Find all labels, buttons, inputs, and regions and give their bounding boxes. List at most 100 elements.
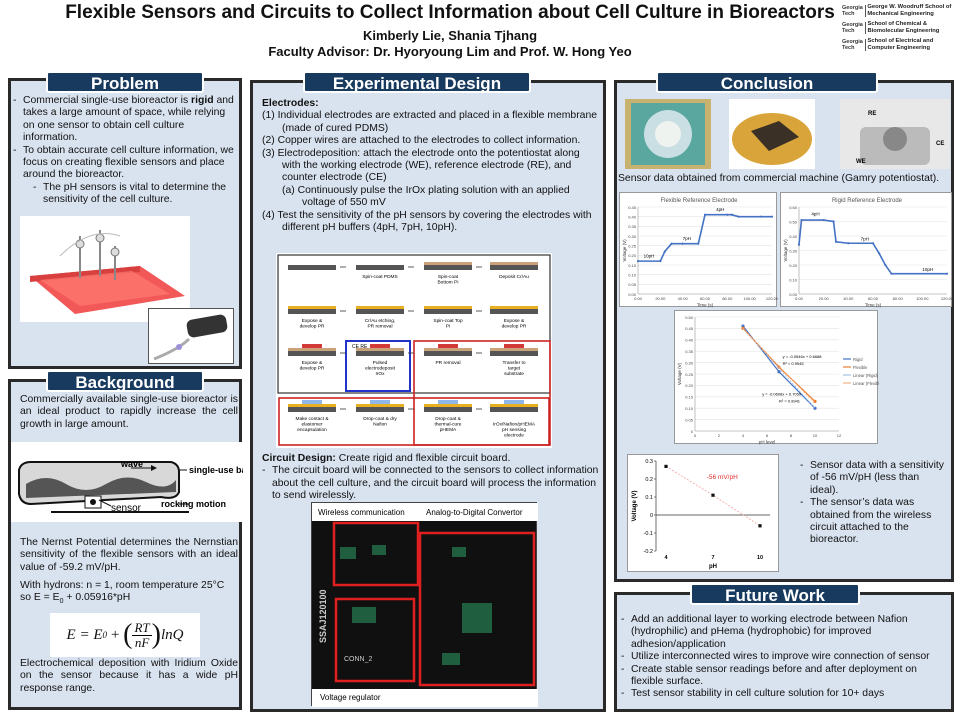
process-layer-base [288,265,336,270]
y-tick-label: 0.30 [789,248,798,253]
data-point [945,272,949,275]
process-layer-top [490,262,538,265]
process-layer-mark [370,344,390,348]
y-tick-label: 0.20 [789,263,798,268]
process-layer-base [356,309,404,314]
process-step-label: Spin-coat [438,274,459,280]
process-step-label: electrode [504,433,524,439]
data-point [711,493,715,497]
x-tick-label: 20.00 [655,296,666,301]
y-tick-label: 0.10 [628,272,637,277]
x-tick-label: 0.00 [795,296,804,301]
x-tick-label: 80.00 [893,296,904,301]
process-layer-top [490,404,538,407]
trendline [665,466,761,527]
y-tick-label: 0.25 [628,243,637,248]
process-step-label: Make contact & [295,416,329,422]
process-step-label: encapsulation [297,427,327,433]
wave-label: wave [120,459,143,469]
y-tick-label: 0.30 [685,360,694,365]
y-tick-label: 0.15 [685,395,694,400]
background-heading: Background [46,370,204,392]
electrode-photo-2 [729,99,815,169]
legend-label: Linear (Rigid) [853,373,879,378]
future-item-1: Add an additional layer to working elect… [621,614,951,651]
y-tick-label: 0.45 [628,205,637,210]
process-layer-mark [370,400,390,404]
x-tick-label: 20.00 [819,296,830,301]
process-layer-base [424,309,472,314]
x-tick-label: 60.00 [700,296,711,301]
authors-line: Kimberly Lie, Shania Tjhang [362,28,538,43]
y-axis-label: Voltage (V) [783,239,788,262]
data-point [703,213,707,216]
x-tick-label: 40.00 [678,296,689,301]
process-layer-base [288,351,336,356]
data-point [636,260,640,263]
process-layer-mark [438,400,458,404]
y-tick-label: 0.05 [685,417,694,422]
poster-authors: Kimberly Lie, Shania Tjhang Faculty Advi… [0,28,960,60]
annotation: 7pH [683,236,691,241]
y-tick-label: 0.35 [628,224,637,229]
step-1: (1) Individual electrodes are extracted … [262,110,597,134]
y-tick-label: 0.00 [628,292,637,297]
process-step-label: develop PR [502,324,527,330]
annotation: 4pH [811,212,819,217]
sensor-cable-photo [148,308,234,364]
process-step-label: Bottom PI [437,280,458,286]
background-intro: Commercially available single-use biorea… [20,394,238,430]
x-tick-label: 4 [742,433,745,438]
pcb-wireless-label: Wireless communication [318,508,405,517]
data-point [800,218,803,222]
legend-label: Rigid [853,357,863,362]
process-layer-top [288,306,336,309]
x-tick-label: 100.00 [916,296,929,301]
we-label: WE [856,159,866,165]
data-point [759,215,762,218]
y-tick-label: 0.1 [645,495,653,501]
design-heading: Experimental Design [303,71,531,93]
data-point [659,260,662,263]
process-step-label: develop PR [300,324,325,330]
process-layer-mark [302,400,322,404]
process-step-label: electrodeposit [365,366,396,372]
process-layer-base [490,265,538,270]
conclusion-bullets: Sensor data with a sensitivity of -56 mV… [800,460,950,547]
process-step-label: PI [446,324,451,330]
data-point [741,324,745,328]
process-layer-top [424,404,472,407]
x-tick-label: 0 [694,433,697,438]
circuit-heading: Circuit Design: Create rigid and flexibl… [262,453,511,464]
conclusion-bullet-1: Sensor data with a sensitivity of -56 mV… [800,460,950,497]
y-tick-label: 0.10 [789,277,798,282]
data-point [726,213,729,216]
advisors-line: Faculty Advisor: Dr. Hyoryoung Lim and P… [268,44,632,59]
data-point [832,220,835,223]
slope-annotation: -56 mV/pH [707,474,738,481]
ce-re-label: CE RE [352,344,368,350]
process-layer-base [490,407,538,412]
x-tick-label: 10 [757,555,763,561]
data-point [884,263,887,267]
x-tick-label: 2 [718,433,721,438]
y-tick-label: 0.15 [628,263,637,268]
x-tick-label: 12 [837,433,842,438]
x-axis-label: Time (s) [697,303,714,308]
future-item-3: Create stable sensor readings before and… [621,664,951,689]
y-tick-label: 0.50 [685,315,694,320]
process-layer-top [288,404,336,407]
y-axis-label: Voltage (V) [632,491,638,522]
electrode-photo-1 [625,99,711,169]
data-point [663,250,666,253]
process-step-label: develop PR [300,366,325,372]
data-point [890,272,893,275]
process-step-label: pHEMA [440,427,457,433]
sensor-label: sensor [111,503,142,514]
process-step-label: IrOx [375,371,385,377]
process-step-label: PR removal [435,360,460,366]
potentiostat-setup-photo: RE WE CE [840,99,950,169]
